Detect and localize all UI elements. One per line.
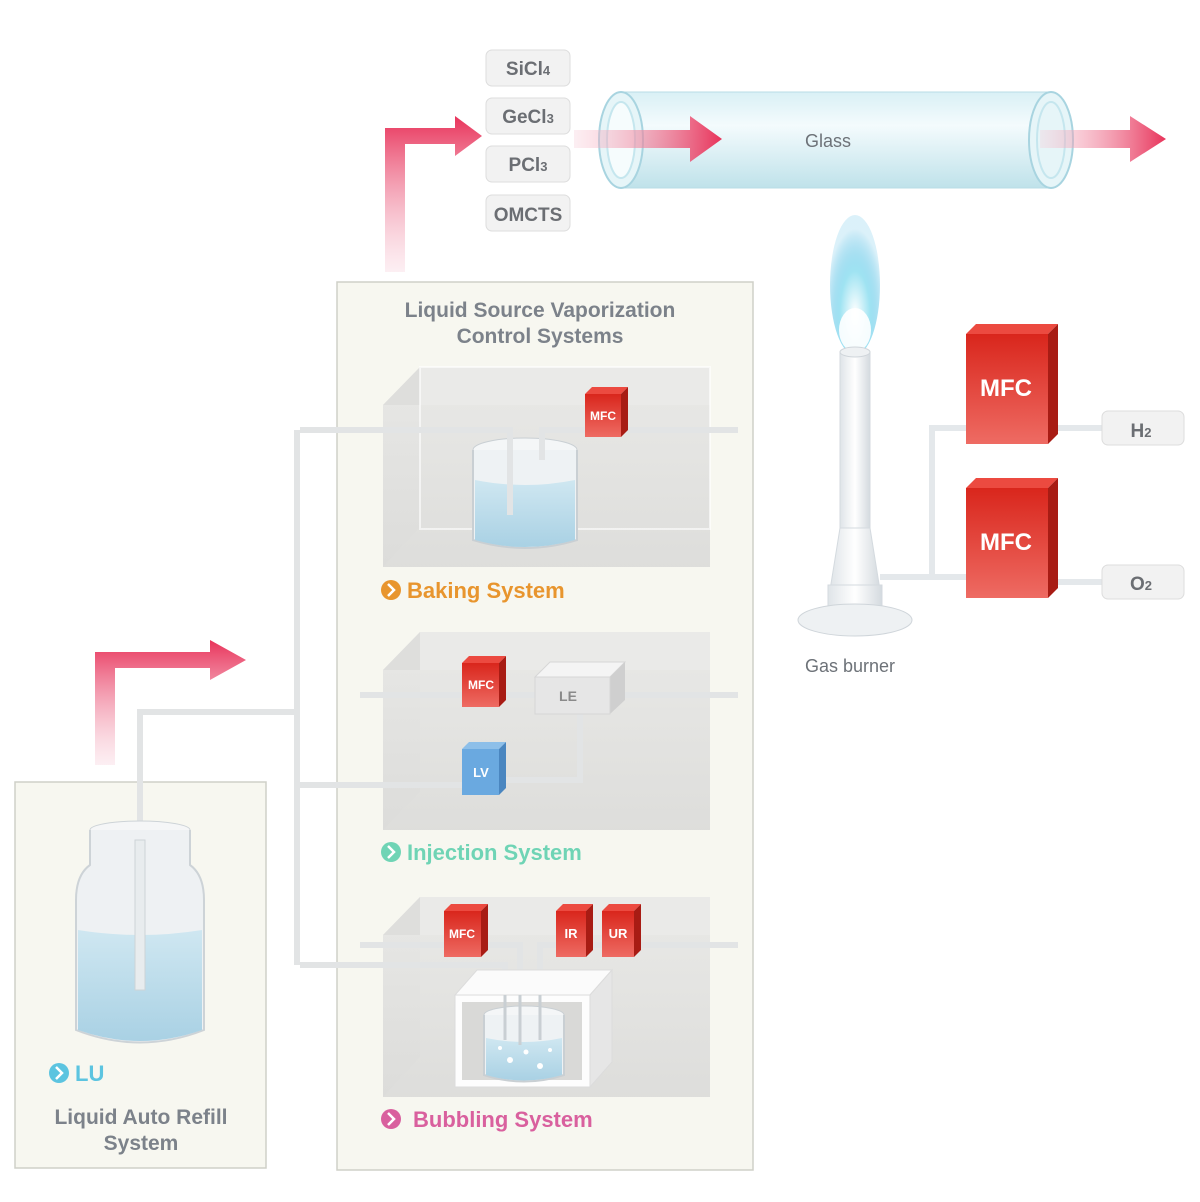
chemical-list: SiCl4 GeCl3 PCl3 OMCTS <box>485 49 571 232</box>
svg-text:OMCTS: OMCTS <box>494 205 563 226</box>
baking-mfc: MFC <box>585 387 628 437</box>
gas-h2: H2 <box>1101 410 1185 446</box>
chemical-omcts: OMCTS <box>485 194 571 232</box>
gas-burner: Gas burner <box>797 215 913 676</box>
vaporization-title-2: Control Systems <box>457 325 624 348</box>
glass-label: Glass <box>805 131 851 151</box>
lu-label: LU <box>49 1061 104 1086</box>
svg-text:H2: H2 <box>1131 421 1152 442</box>
bubbling-ur: UR <box>602 904 641 957</box>
svg-text:UR: UR <box>609 926 628 941</box>
gas-o2: O2 <box>1101 564 1185 600</box>
svg-text:IR: IR <box>565 926 579 941</box>
svg-text:Injection System: Injection System <box>407 840 582 865</box>
injection-piping <box>300 692 738 788</box>
refill-flow-arrow <box>95 640 246 765</box>
chevron-right-icon <box>381 842 401 862</box>
mfc-h2: MFC <box>966 324 1058 444</box>
injection-le: LE <box>533 661 627 715</box>
svg-text:Baking System: Baking System <box>407 578 565 603</box>
svg-text:SiCl4: SiCl4 <box>506 59 551 80</box>
bubbling-ir: IR <box>556 904 593 957</box>
svg-text:LE: LE <box>559 688 577 704</box>
injection-system-box <box>383 632 710 830</box>
vapor-flow-arrow <box>385 116 482 272</box>
chevron-right-icon <box>381 1109 401 1129</box>
svg-text:MFC: MFC <box>590 409 616 423</box>
injection-lv: LV <box>462 742 506 795</box>
chemical-gecl3: GeCl3 <box>485 97 571 135</box>
chevron-right-icon <box>49 1063 69 1083</box>
svg-text:GeCl3: GeCl3 <box>502 107 554 128</box>
lu-bottle <box>75 820 205 1044</box>
svg-text:PCl3: PCl3 <box>509 155 548 176</box>
svg-text:LU: LU <box>75 1061 104 1086</box>
injection-system-label: Injection System <box>381 840 582 865</box>
glass-outlet-arrow <box>1040 116 1166 162</box>
bubbling-tubes <box>503 995 542 1045</box>
injection-mfc: MFC <box>462 656 506 707</box>
vaporization-title-1: Liquid Source Vaporization <box>405 299 676 322</box>
svg-text:MFC: MFC <box>468 678 494 692</box>
baking-beaker <box>472 437 578 549</box>
chemical-pcl3: PCl3 <box>485 145 571 183</box>
burner-piping <box>880 425 1104 585</box>
svg-text:Bubbling System: Bubbling System <box>413 1107 593 1132</box>
mfc-o2: MFC <box>966 478 1058 598</box>
burner-label: Gas burner <box>805 656 895 676</box>
refill-title-1: Liquid Auto Refill <box>54 1106 227 1129</box>
refill-title-2: System <box>104 1132 179 1155</box>
svg-text:O2: O2 <box>1130 574 1152 595</box>
chemical-sicl4: SiCl4 <box>485 49 571 87</box>
svg-text:MFC: MFC <box>980 529 1032 556</box>
bubbling-mfc: MFC <box>444 904 488 957</box>
svg-text:LV: LV <box>473 765 489 780</box>
svg-text:MFC: MFC <box>449 927 475 941</box>
bubbling-system-label: Bubbling System <box>381 1107 593 1132</box>
svg-text:MFC: MFC <box>980 375 1032 402</box>
glass-inlet-arrow <box>574 116 722 162</box>
bubbling-beaker <box>483 1005 565 1083</box>
chevron-right-icon <box>381 580 401 600</box>
baking-piping <box>300 427 738 515</box>
baking-system-label: Baking System <box>381 578 565 603</box>
